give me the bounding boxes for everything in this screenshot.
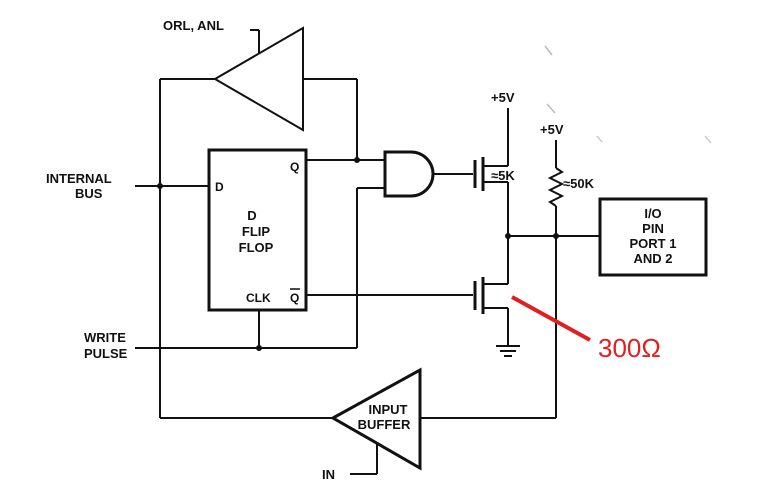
and-gate bbox=[383, 150, 435, 198]
ff-q-pin: Q bbox=[290, 160, 299, 174]
ff-clk-pin: CLK bbox=[246, 291, 271, 305]
annotation-arrow-line bbox=[511, 295, 591, 342]
svg-text:PIN: PIN bbox=[642, 221, 664, 236]
io-pin-box bbox=[598, 197, 708, 277]
svg-text:BUFFER: BUFFER bbox=[358, 417, 411, 432]
svg-text:PULSE: PULSE bbox=[84, 346, 128, 361]
ff-title: D bbox=[247, 208, 256, 223]
input-buffer bbox=[329, 367, 422, 471]
d-flip-flop bbox=[207, 148, 308, 312]
vcc-left-label: +5V bbox=[491, 90, 515, 105]
input-in-label: IN bbox=[322, 467, 335, 482]
vcc-right-label: +5V bbox=[540, 122, 564, 137]
pullup-resistor bbox=[547, 167, 565, 207]
ff-qbar-pin: Q bbox=[290, 291, 299, 305]
orl-anl-label: ORL, ANL bbox=[163, 18, 224, 33]
ff-d-pin: D bbox=[215, 180, 224, 194]
svg-text:BUS: BUS bbox=[75, 186, 103, 201]
svg-text:FLIP: FLIP bbox=[242, 224, 270, 239]
input-buffer-label: INPUT bbox=[369, 402, 408, 417]
svg-text:AND 2: AND 2 bbox=[633, 251, 672, 266]
internal-bus-label: INTERNAL bbox=[46, 171, 112, 186]
io-label: I/O bbox=[644, 206, 661, 221]
svg-text:FLOP: FLOP bbox=[239, 240, 274, 255]
svg-text:PORT 1: PORT 1 bbox=[630, 236, 677, 251]
ground-symbol bbox=[496, 345, 520, 357]
write-pulse-label: WRITE bbox=[84, 330, 126, 345]
pullup-fet-label: ≈5K bbox=[491, 168, 515, 183]
annotation-label: 300Ω bbox=[598, 333, 661, 363]
pullup-res-label: ≈50K bbox=[563, 176, 595, 191]
